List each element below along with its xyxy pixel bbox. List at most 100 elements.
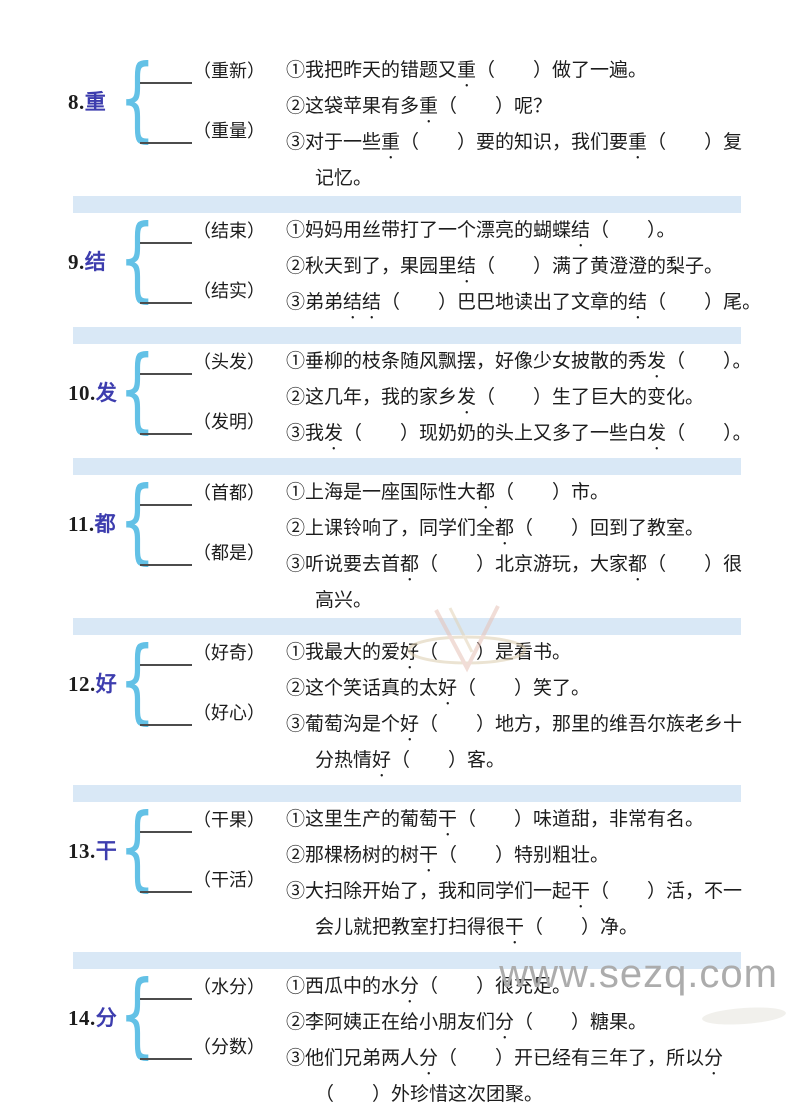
emphasized-char: 结 <box>362 292 382 313</box>
site-watermark: www.sezq.com <box>499 952 778 996</box>
section-character: 结 <box>84 250 107 274</box>
section-list: 8.重 { （重新） （重量） ①我把昨天的错题又重（ ）做了一遍。②这袋苹果有… <box>68 53 800 1109</box>
hint-bottom-label: （重量） <box>193 121 265 141</box>
hint-row-top: （水分） <box>140 972 265 1000</box>
section-divider <box>73 196 741 213</box>
section-label: 9.结 <box>68 246 106 276</box>
section-character: 分 <box>95 1006 118 1030</box>
hint-row-bottom: （干活） <box>140 865 265 893</box>
hint-bottom-label: （发明） <box>193 412 265 432</box>
hint-row-bottom: （都是） <box>140 538 265 566</box>
section-label: 13.干 <box>68 835 117 865</box>
answer-blank-top <box>140 480 192 506</box>
sentence-list: ①我把昨天的错题又重（ ）做了一遍。②这袋苹果有多重（ ）呢？③对于一些重（ ）… <box>286 56 786 193</box>
hint-row-bottom: （重量） <box>140 116 265 144</box>
emphasized-char: 分 <box>419 1048 439 1069</box>
pronunciation-hints: （水分） （分数） <box>140 972 265 1060</box>
sentence: ①垂柳的枝条随风飘摆，好像少女披散的秀发（ ）。 <box>286 351 752 372</box>
pronunciation-hints: （干果） （干活） <box>140 805 265 893</box>
section-number: 10. <box>68 381 96 405</box>
hint-row-bottom: （好心） <box>140 698 265 726</box>
hint-bottom-label: （干活） <box>193 870 265 890</box>
sentence: ①我最大的爱好（ ）是看书。 <box>286 642 572 663</box>
hint-row-top: （结束） <box>140 216 265 244</box>
hint-row-top: （头发） <box>140 347 265 375</box>
sentence: ①妈妈用丝带打了一个漂亮的蝴蝶结（ ）。 <box>286 220 676 241</box>
sentence: ③大扫除开始了，我和同学们一起干（ ）活，不一 会儿就把教室打扫得很干（ ）净。 <box>286 881 743 938</box>
sentence: ③听说要去首都（ ）北京游玩，大家都（ ）很 高兴。 <box>286 554 743 611</box>
section-number: 8. <box>68 90 85 114</box>
emphasized-char: 好 <box>400 642 420 663</box>
sentence: ②这个笑话真的太好（ ）笑了。 <box>286 678 591 699</box>
answer-blank-bottom <box>140 118 192 144</box>
hint-top-label: （结束） <box>193 221 265 241</box>
answer-blank-top <box>140 974 192 1000</box>
answer-blank-bottom <box>140 1034 192 1060</box>
emphasized-char: 重 <box>419 96 439 117</box>
sentence: ②这几年，我的家乡发（ ）生了巨大的变化。 <box>286 387 705 408</box>
answer-blank-bottom <box>140 700 192 726</box>
sentence: ③弟弟结结（ ）巴巴地读出了文章的结（ ）尾。 <box>286 292 762 313</box>
hint-top-label: （干果） <box>193 810 265 830</box>
sentence: ③他们兄弟两人分（ ）开已经有三年了，所以分 （ ）外珍惜这次团聚。 <box>286 1048 724 1105</box>
emphasized-char: 干 <box>419 845 439 866</box>
emphasized-char: 重 <box>628 132 648 153</box>
emphasized-char: 都 <box>476 482 496 503</box>
sentence-list: ①妈妈用丝带打了一个漂亮的蝴蝶结（ ）。 ②秋天到了，果园里结（ ）满了黄澄澄的梨… <box>286 216 786 324</box>
sentence-list: ①我最大的爱好（ ）是看书。 ②这个笑话真的太好（ ）笑了。 ③葡萄沟是个好（ ）地… <box>286 638 786 782</box>
answer-blank-top <box>140 218 192 244</box>
hint-top-label: （重新） <box>193 61 265 81</box>
section-divider <box>73 458 741 475</box>
sentence-list: ①上海是一座国际性大都（ ）市。②上课铃响了，同学们全都（ ）回到了教室。③听说… <box>286 478 786 615</box>
sentence: ①西瓜中的水分（ ）很充足。 <box>286 976 572 997</box>
section-character: 重 <box>84 90 107 114</box>
section-label: 12.好 <box>68 668 117 698</box>
emphasized-char: 都 <box>628 554 648 575</box>
emphasized-char: 都 <box>495 518 515 539</box>
section-left-column: 10.发 { （头发） （发明） <box>68 336 286 444</box>
hint-top-label: （首都） <box>193 483 265 503</box>
hint-top-label: （水分） <box>193 977 265 997</box>
hint-row-top: （好奇） <box>140 638 265 666</box>
hint-row-bottom: （结实） <box>140 276 265 304</box>
answer-blank-top <box>140 640 192 666</box>
pronunciation-hints: （好奇） （好心） <box>140 638 265 726</box>
section-character: 干 <box>95 839 118 863</box>
section-left-column: 13.干 { （干果） （干活） <box>68 802 286 895</box>
section-divider <box>73 327 741 344</box>
section-character: 好 <box>95 672 118 696</box>
sentence-list: ①垂柳的枝条随风飘摆，好像少女披散的秀发（ ）。 ②这几年，我的家乡发（ ）生了巨… <box>286 347 786 455</box>
emphasized-char: 结 <box>571 220 591 241</box>
brace-icon: { <box>119 336 156 444</box>
section-label: 8.重 <box>68 86 106 116</box>
answer-blank-top <box>140 349 192 375</box>
section-character: 发 <box>95 381 118 405</box>
hint-bottom-label: （好心） <box>193 703 265 723</box>
section-number: 11. <box>68 512 95 536</box>
emphasized-char: 分 <box>495 1012 515 1033</box>
hint-bottom-label: （都是） <box>193 543 265 563</box>
emphasized-char: 结 <box>628 292 648 313</box>
section-left-column: 9.结 { （结束） （结实） <box>68 213 286 306</box>
emphasized-char: 发 <box>324 423 344 444</box>
hint-bottom-label: （结实） <box>193 281 265 301</box>
answer-blank-bottom <box>140 540 192 566</box>
answer-blank-bottom <box>140 278 192 304</box>
hint-row-bottom: （发明） <box>140 407 265 435</box>
section-divider <box>73 618 741 635</box>
emphasized-char: 发 <box>647 423 667 444</box>
sentence: ②秋天到了，果园里结（ ）满了黄澄澄的梨子。 <box>286 256 724 277</box>
emphasized-char: 干 <box>505 917 525 938</box>
sentence-list: ①这里生产的葡萄干（ ）味道甜，非常有名。②那棵杨树的树干（ ）特别粗壮。③大扫… <box>286 805 786 949</box>
section-left-column: 12.好 { （好奇） （好心） <box>68 627 286 735</box>
worksheet-section: 12.好 { （好奇） （好心） ①我最大的爱好（ ）是看书。 ②这个笑话真的太好… <box>68 627 800 782</box>
sentence: ②李阿姨正在给小朋友们分（ ）糖果。 <box>286 1012 648 1033</box>
section-number: 14. <box>68 1006 96 1030</box>
sentence: ③葡萄沟是个好（ ）地方，那里的维吾尔族老乡十 分热情好（ ）客。 <box>286 714 743 771</box>
sentence: ②那棵杨树的树干（ ）特别粗壮。 <box>286 845 610 866</box>
hint-top-label: （头发） <box>193 352 265 372</box>
section-label: 10.发 <box>68 377 117 407</box>
brace-icon: { <box>119 627 156 735</box>
sentence: ③我发（ ）现奶奶的头上又多了一些白发（ ）。 <box>286 423 752 444</box>
